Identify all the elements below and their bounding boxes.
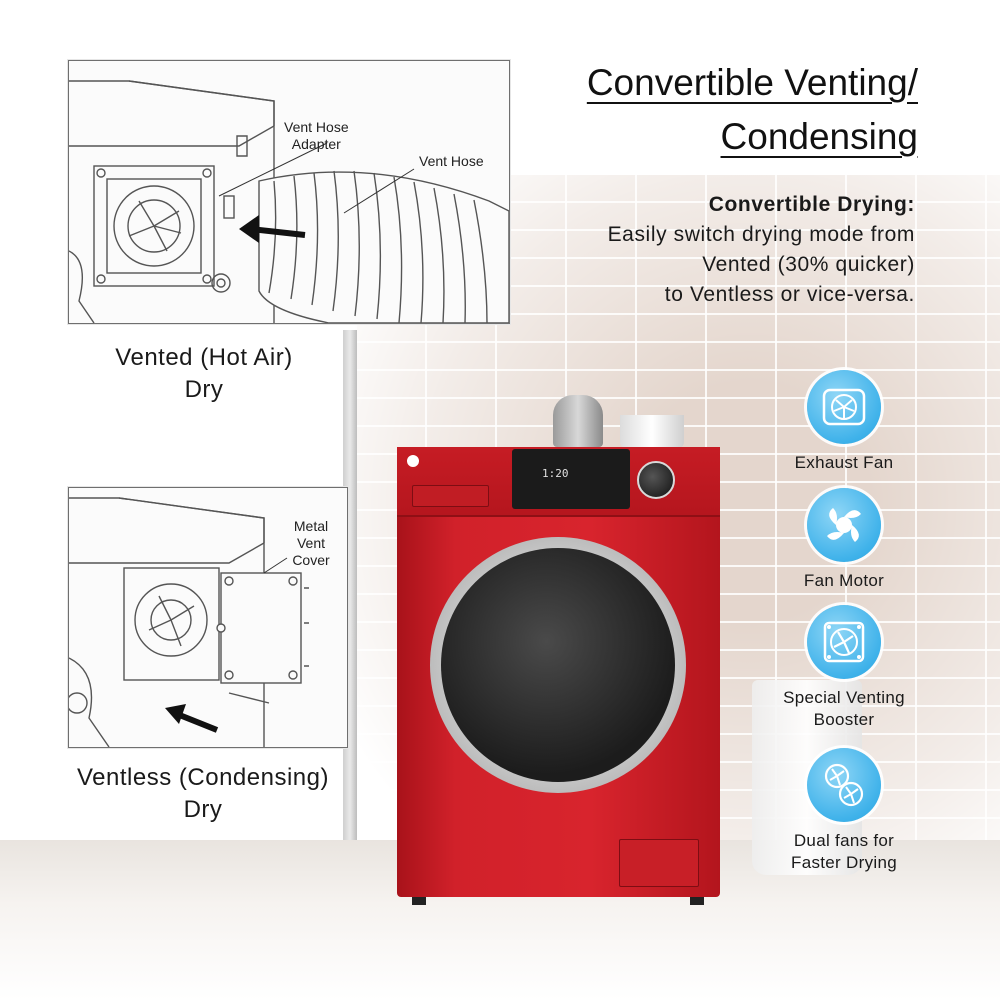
washer-foot-right [690, 897, 704, 905]
utensil-cup [620, 415, 684, 448]
feature-label: Dual fans for Faster Drying [754, 830, 934, 874]
filter-cover [619, 839, 699, 887]
feature-label-line-1: Dual fans for [793, 831, 895, 850]
feature-label-line-2: Faster Drying [791, 853, 897, 872]
feature-fan-motor: Fan Motor [754, 488, 934, 592]
vent-hose-adapter-line-1: Vent Hose [284, 119, 349, 135]
headline-line-1: Convertible Venting/ [586, 62, 918, 103]
control-panel: 1:20 [397, 447, 720, 517]
feature-label: Fan Motor [754, 570, 934, 592]
ventless-diagram: Metal Vent Cover [68, 487, 348, 748]
wall-post [343, 330, 357, 890]
subhead-line-1: Easily switch drying mode from [607, 223, 915, 246]
washer-foot-left [412, 897, 426, 905]
display-screen: 1:20 [512, 449, 630, 509]
metal-vent-cover-callout: Metal Vent Cover [281, 518, 341, 569]
headline-line-2: Condensing [720, 116, 918, 157]
door-glass [441, 548, 675, 782]
detergent-drawer [412, 485, 489, 507]
subhead: Convertible Drying: Easily switch drying… [608, 190, 915, 310]
feature-special-venting-booster: Special Venting Booster [754, 605, 934, 731]
vent-hose-adapter-line-2: Adapter [291, 136, 341, 152]
detergent-bottle [553, 395, 603, 447]
program-knob [637, 461, 675, 499]
ventless-caption-line-1: Ventless (Condensing) [77, 764, 329, 791]
vent-hose-callout: Vent Hose [419, 153, 484, 169]
vent-hose-adapter-callout: Vent Hose Adapter [284, 119, 349, 153]
feature-label: Special Venting Booster [754, 687, 934, 731]
ventless-caption: Ventless (Condensing) Dry [58, 762, 348, 826]
fan-motor-icon [807, 488, 881, 562]
feature-label-line-1: Fan Motor [803, 571, 885, 590]
feature-label: Exhaust Fan [754, 452, 934, 474]
headline: Convertible Venting/ Condensing [587, 56, 918, 164]
subhead-title: Convertible Drying: [708, 193, 915, 216]
vented-caption-line-2: Dry [184, 376, 224, 403]
metal-vent-cover-line-3: Cover [292, 552, 330, 568]
feature-label-line-2: Booster [813, 710, 875, 729]
display-digits: 1:20 [542, 467, 569, 480]
vented-diagram: Vent Hose Adapter Vent Hose [68, 60, 510, 324]
dual-fans-icon [807, 748, 881, 822]
vented-diagram-drawing [69, 80, 509, 323]
metal-vent-cover-line-1: Metal [293, 518, 329, 534]
feature-dual-fans: Dual fans for Faster Drying [754, 748, 934, 874]
vented-caption: Vented (Hot Air) Dry [84, 342, 324, 406]
feature-exhaust-fan: Exhaust Fan [754, 370, 934, 474]
metal-vent-cover-line-2: Vent [296, 535, 326, 551]
ventless-caption-line-2: Dry [183, 796, 223, 823]
vented-caption-line-1: Vented (Hot Air) [115, 344, 293, 371]
brand-logo-icon [405, 453, 421, 469]
feature-label-line-1: Exhaust Fan [794, 453, 894, 472]
subhead-line-2: Vented (30% quicker) [702, 253, 915, 276]
feature-label-line-1: Special Venting [783, 688, 905, 707]
exhaust-fan-icon [807, 370, 881, 444]
subhead-line-3: to Ventless or vice-versa. [664, 283, 915, 306]
venting-booster-icon [807, 605, 881, 679]
washer-dryer: 1:20 [397, 447, 720, 897]
ventless-diagram-drawing [69, 497, 309, 747]
